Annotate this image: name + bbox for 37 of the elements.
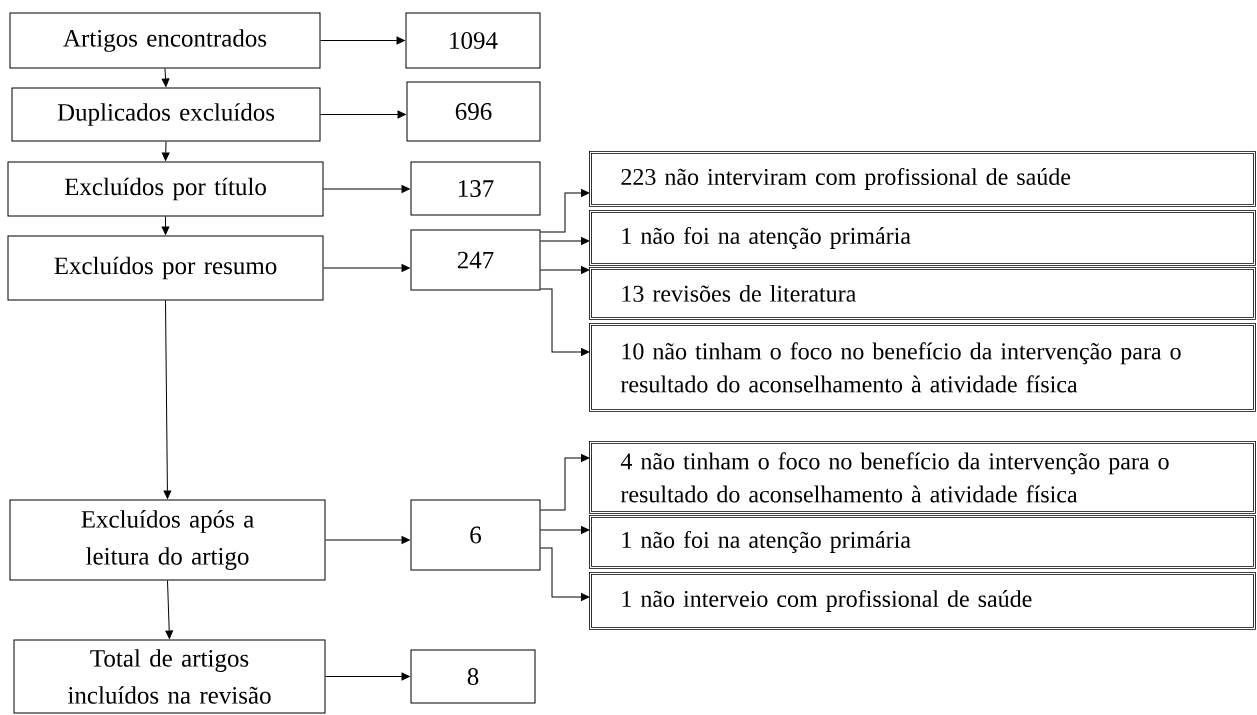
arrow [165, 580, 174, 639]
arrow [540, 189, 590, 233]
arrow [323, 185, 410, 193]
arrow [161, 68, 170, 87]
step-box: Total de artigos incluídos na revisão [13, 639, 326, 714]
arrow [540, 526, 590, 534]
arrow [540, 454, 590, 511]
count-box: 247 [410, 229, 541, 291]
note-box: 1 não interveio com profissional de saúde [589, 572, 1256, 630]
arrow [320, 110, 406, 119]
count-box: 8 [410, 649, 536, 704]
note-box: 4 não tinham o foco no benefício da intervenção para o resultado do aconselhamento à atividade física [589, 441, 1256, 514]
step-box: Excluídos por título [7, 161, 324, 217]
count-box: 6 [410, 499, 541, 571]
step-box: Artigos encontrados [9, 12, 321, 69]
note-box: 1 não foi na atenção primária [589, 210, 1256, 266]
arrow [540, 547, 590, 601]
count-box: 1094 [405, 12, 541, 69]
arrow [323, 264, 410, 272]
step-box: Excluídos após a leitura do artigo [9, 499, 326, 581]
arrow [163, 300, 172, 499]
arrow [161, 141, 170, 161]
arrow [161, 216, 170, 235]
step-box: Duplicados excluídos [11, 87, 321, 142]
count-box: 137 [410, 161, 541, 216]
note-box: 13 revisões de literatura [589, 267, 1256, 320]
note-box: 223 não interviram com profissional de saúde [589, 151, 1256, 207]
step-box: Excluídos por resumo [7, 235, 324, 301]
arrow [540, 237, 590, 245]
note-box: 10 não tinham o foco no benefício da intervenção para o resultado do aconselhamento à atividade física [589, 323, 1256, 412]
arrow [325, 672, 410, 681]
count-box: 696 [406, 81, 541, 142]
note-box: 1 não foi na atenção primária [589, 515, 1256, 569]
arrow [540, 288, 590, 356]
arrow [540, 266, 590, 274]
arrow [325, 536, 410, 544]
arrow [320, 36, 405, 45]
